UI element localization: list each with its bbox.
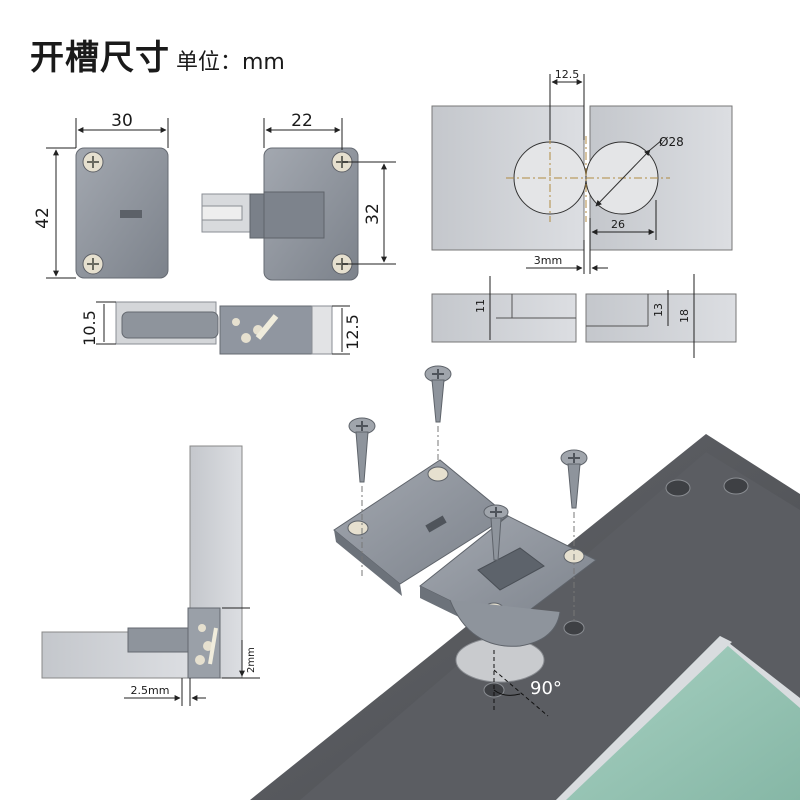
dim-offset-horizontal: 2.5mm (124, 678, 206, 706)
dim-side-right-label: 12.5 (343, 314, 362, 350)
dim-hole-center: 26 (589, 200, 657, 240)
glass-slot-top-view (431, 105, 733, 251)
dim-hole-spacing: 12.5 (549, 68, 585, 140)
dim-depth-c-label: 18 (678, 309, 691, 323)
title-main: 开槽尺寸 (30, 38, 170, 78)
dim-plate-width: 30 (75, 111, 169, 148)
dim-side-left: 10.5 (80, 301, 116, 346)
screw-2 (424, 365, 452, 462)
dim-depth-a: 11 (474, 276, 491, 340)
dim-plate-height: 42 (33, 147, 76, 279)
angle-label: 90° (530, 678, 562, 699)
dim-gap-label: 3mm (534, 254, 562, 267)
dim-gap: 3mm (526, 240, 608, 274)
page-title: 开槽尺寸单位：mm (30, 30, 285, 79)
dim-hinge-height: 32 (342, 161, 396, 265)
corner-section-view (41, 445, 243, 679)
dim-hole-spacing-label: 12.5 (555, 68, 580, 81)
dim-hole-center-label: 26 (611, 218, 625, 231)
dim-plate-width-label: 30 (111, 111, 133, 131)
dim-hinge-width-label: 22 (291, 111, 313, 131)
title-unit: 单位：mm (176, 50, 285, 75)
angle-indicator: 90° (493, 650, 562, 717)
glass-slot-section-view (431, 293, 737, 343)
front-plate-view (75, 147, 169, 279)
screws (348, 365, 588, 620)
dim-hinge-width: 22 (263, 111, 343, 150)
dim-offset-horizontal-label: 2.5mm (131, 684, 170, 697)
dim-side-left-label: 10.5 (80, 310, 99, 346)
hinge-body-view (201, 147, 359, 281)
dim-depth-b: 13 (652, 290, 669, 326)
dim-depth-b-label: 13 (652, 303, 665, 317)
screw-4 (483, 504, 509, 561)
dim-plate-height-label: 42 (33, 207, 53, 229)
dim-offset-vertical: 2mm (222, 607, 260, 679)
dim-offset-vertical-label: 2mm (246, 647, 257, 673)
hinge-side-view (115, 301, 333, 355)
screw-1 (348, 417, 376, 576)
dim-depth-a-label: 11 (474, 299, 487, 313)
dim-hinge-height-label: 32 (363, 203, 383, 225)
dim-side-right: 12.5 (332, 305, 362, 355)
dim-depth-c: 18 (678, 274, 695, 358)
dim-hole-diameter-label: Ø28 (659, 135, 684, 149)
screw-3 (560, 449, 588, 620)
hinge-3d (333, 459, 597, 647)
